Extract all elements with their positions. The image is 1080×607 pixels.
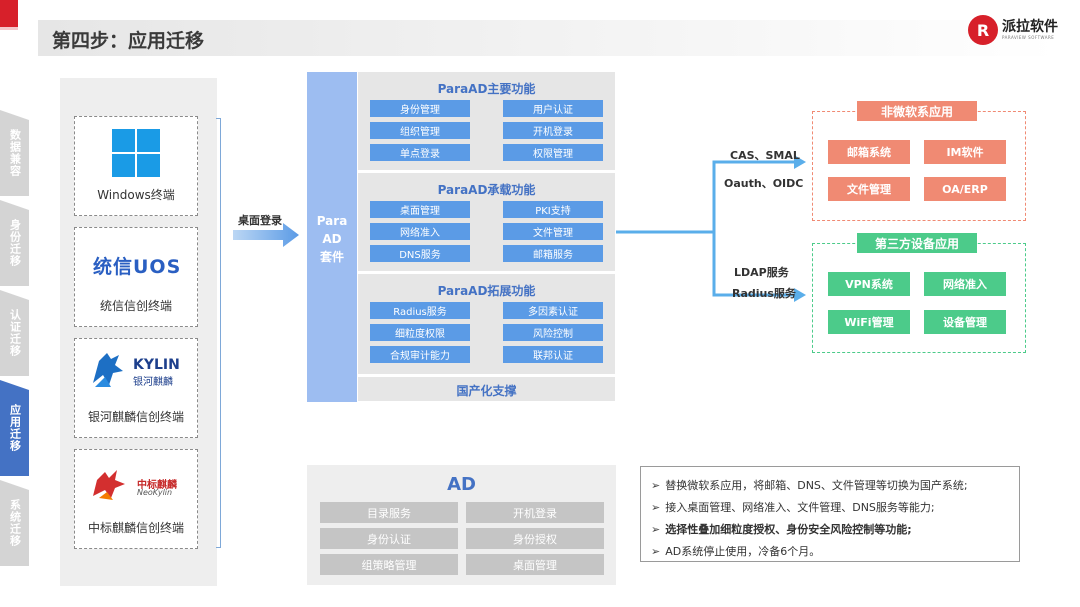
ad-directory-service: 目录服务 — [320, 502, 458, 523]
app-vpn: VPN系统 — [828, 272, 910, 296]
kylin-logo-text: KYLIN — [133, 357, 180, 373]
protocol-radius: Radius服务 — [732, 287, 796, 300]
func-compliance-audit: 合规审计能力 — [370, 346, 470, 363]
func-risk-control: 风险控制 — [503, 324, 603, 341]
func-mfa: 多因素认证 — [503, 302, 603, 319]
app-wifi-mgmt: WiFi管理 — [828, 310, 910, 334]
func-fine-grained-perm: 细粒度权限 — [370, 324, 470, 341]
domestic-support: 国产化支撑 — [358, 377, 615, 401]
ad-group-policy: 组策略管理 — [320, 554, 458, 575]
logo-sub: PARAVIEW SOFTWARE — [1002, 35, 1055, 40]
arrow-bullet-icon: ➢ — [651, 479, 661, 492]
uos-logo-icon: 统信UOS — [93, 256, 182, 278]
func-mail: 邮箱服务 — [503, 245, 603, 262]
section-title: ParaAD主要功能 — [437, 82, 536, 96]
section-title: ParaAD拓展功能 — [437, 284, 536, 298]
func-federation: 联邦认证 — [503, 346, 603, 363]
side-item-auth-migration[interactable]: 认证迁移 — [0, 290, 29, 376]
func-network-access: 网络准入 — [370, 223, 470, 240]
terminal-label: 银河麒麟信创终端 — [87, 410, 184, 424]
app-im-software: IM软件 — [924, 140, 1006, 164]
func-permission-mgmt: 权限管理 — [503, 144, 603, 161]
app-oa-erp: OA/ERP — [924, 177, 1006, 201]
header-red-line — [0, 27, 18, 30]
func-user-auth: 用户认证 — [503, 100, 603, 117]
side-item-app-migration[interactable]: 应用迁移 — [0, 380, 29, 476]
domestic-support-label: 国产化支撑 — [456, 384, 517, 398]
group-title-third-party: 第三方设备应用 — [857, 233, 977, 253]
func-pki: PKI支持 — [503, 201, 603, 218]
terminal-neokylin: 中标麒麟 NeoKylin 中标麒麟信创终端 — [74, 449, 198, 549]
note-item: ➢替换微软系应用，将邮箱、DNS、文件管理等切换为国产系统; — [651, 479, 968, 492]
side-item-system-migration[interactable]: 系统迁移 — [0, 480, 29, 566]
app-device-mgmt: 设备管理 — [924, 310, 1006, 334]
kylin-logo-sub: 银河麒麟 — [133, 377, 173, 388]
neokylin-logo-icon: 中标麒麟 NeoKylin — [89, 466, 185, 506]
paraad-suite-label: Para AD 套件 — [316, 214, 348, 264]
paraad-carrier-functions: ParaAD承载功能 桌面管理 PKI支持 网络准入 文件管理 DNS服务 邮箱… — [358, 173, 615, 271]
logo-name: 派拉软件 — [1002, 19, 1058, 35]
terminal-label: 中标麒麟信创终端 — [87, 521, 184, 535]
group-title-non-microsoft: 非微软系应用 — [857, 101, 977, 121]
section-title: ParaAD承载功能 — [437, 183, 536, 197]
note-item: ➢AD系统停止使用，冷备6个月。 — [651, 545, 821, 558]
desktop-login-label: 桌面登录 — [238, 214, 282, 227]
ad-identity-auth: 身份认证 — [320, 528, 458, 549]
arrow-bullet-icon: ➢ — [651, 501, 661, 514]
paraad-main-functions: ParaAD主要功能 身份管理 用户认证 组织管理 开机登录 单点登录 权限管理 — [358, 72, 615, 170]
terminal-label: Windows终端 — [97, 188, 175, 202]
title-bar — [38, 20, 1058, 56]
func-desktop-mgmt: 桌面管理 — [370, 201, 470, 218]
non-microsoft-apps-group — [812, 111, 1026, 221]
ad-boot-login: 开机登录 — [466, 502, 604, 523]
func-radius: Radius服务 — [370, 302, 470, 319]
arrow-bullet-icon: ➢ — [651, 523, 661, 536]
windows-logo-icon — [112, 129, 160, 177]
desktop-login-arrow-icon — [233, 223, 299, 247]
app-mail-system: 邮箱系统 — [828, 140, 910, 164]
func-dns: DNS服务 — [370, 245, 470, 262]
ad-desktop-mgmt: 桌面管理 — [466, 554, 604, 575]
paraad-extension-functions: ParaAD拓展功能 Radius服务 多因素认证 细粒度权限 风险控制 合规审… — [358, 274, 615, 374]
func-file-mgmt: 文件管理 — [503, 223, 603, 240]
terminal-label: 统信信创终端 — [99, 299, 172, 313]
note-item: ➢选择性叠加细粒度授权、身份安全风险控制等功能; — [651, 523, 912, 536]
paraview-logo: R 派拉软件 PARAVIEW SOFTWARE — [968, 15, 1058, 45]
neokylin-logo-text: 中标麒麟 — [137, 480, 177, 491]
func-identity-mgmt: 身份管理 — [370, 100, 470, 117]
paraview-logo-icon: R — [968, 15, 998, 45]
func-sso: 单点登录 — [370, 144, 470, 161]
protocol-cas-smal: CAS、SMAL — [730, 149, 800, 162]
terminal-kylin: KYLIN 银河麒麟 银河麒麟信创终端 — [74, 338, 198, 438]
arrow-bullet-icon: ➢ — [651, 545, 661, 558]
header-red-tab — [0, 0, 18, 27]
ad-identity-authorization: 身份授权 — [466, 528, 604, 549]
protocol-ldap: LDAP服务 — [734, 266, 789, 279]
neokylin-logo-sub: NeoKylin — [137, 488, 173, 497]
terminal-uos: 统信UOS 统信信创终端 — [74, 227, 198, 327]
ad-title: AD — [447, 474, 476, 495]
kylin-logo-icon: KYLIN 银河麒麟 — [89, 347, 185, 391]
page-title: 第四步：应用迁移 — [52, 30, 205, 52]
terminal-windows: Windows终端 — [74, 116, 198, 216]
side-item-identity-migration[interactable]: 身份迁移 — [0, 200, 29, 286]
app-file-mgmt: 文件管理 — [828, 177, 910, 201]
terminal-bracket — [216, 118, 221, 548]
notes-box: ➢替换微软系应用，将邮箱、DNS、文件管理等切换为国产系统; ➢接入桌面管理、网… — [640, 466, 1020, 562]
func-org-mgmt: 组织管理 — [370, 122, 470, 139]
paraad-suite-bar — [307, 72, 357, 402]
third-party-device-apps-group — [812, 243, 1026, 353]
side-item-data-compat[interactable]: 数据兼容 — [0, 110, 29, 196]
note-item: ➢接入桌面管理、网络准入、文件管理、DNS服务等能力; — [651, 501, 935, 514]
func-boot-login: 开机登录 — [503, 122, 603, 139]
app-network-access: 网络准入 — [924, 272, 1006, 296]
protocol-oauth-oidc: Oauth、OIDC — [724, 177, 804, 190]
